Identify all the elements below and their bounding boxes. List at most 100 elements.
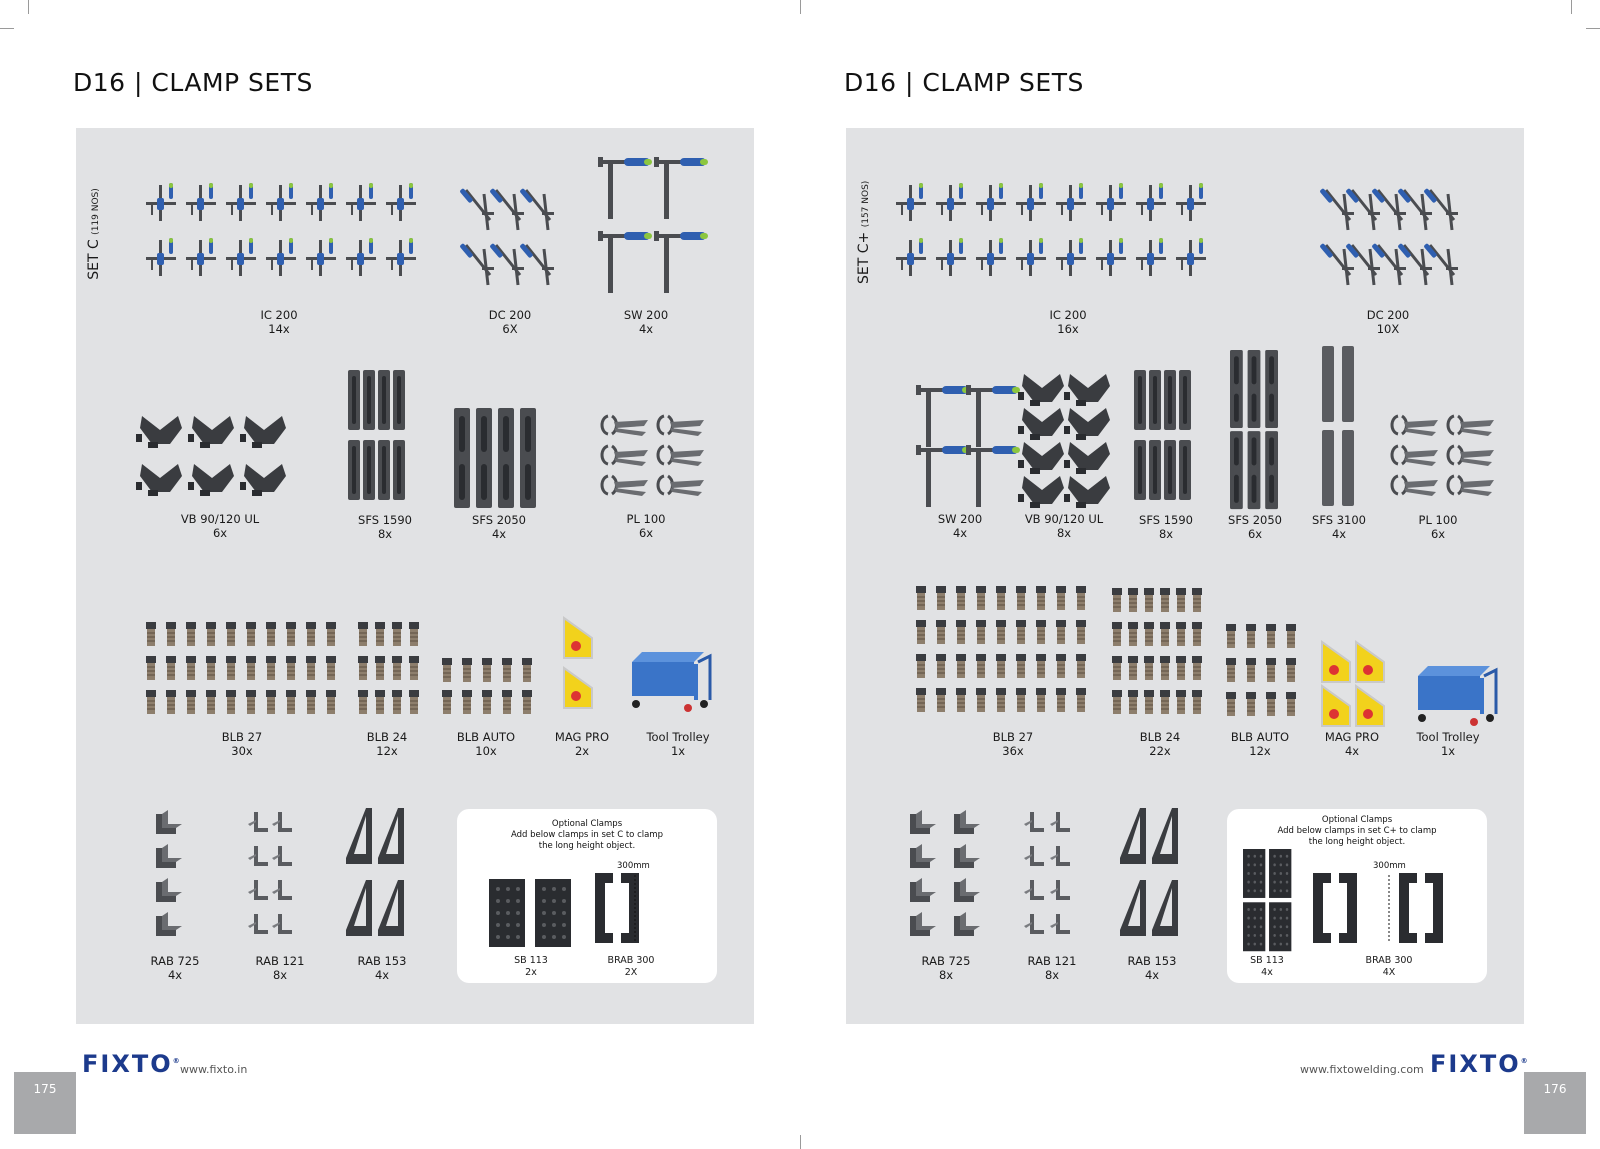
vblock-image [136, 416, 286, 496]
logo-text: FIXTO [1430, 1050, 1521, 1078]
optional-clamps-box: Optional Clamps Add below clamps in set … [1227, 809, 1487, 983]
trolley-image [1416, 664, 1498, 728]
sfs3100-image [1322, 346, 1354, 506]
page-title: D16 | CLAMP SETS [73, 68, 313, 97]
item-qty: 6x [1430, 527, 1446, 541]
page-number: 175 [14, 1072, 76, 1134]
crop-mark [800, 0, 801, 14]
vblock-image [1018, 374, 1110, 508]
optional-title: Optional Clamps [1321, 815, 1393, 825]
item-name: SB 113 [514, 955, 548, 966]
item-qty: 6x [638, 526, 654, 540]
item-name: VB 90/120 UL [1024, 512, 1104, 526]
item-qty: 8x [1056, 526, 1072, 540]
item-name: SFS 2050 [1228, 513, 1282, 527]
rab153-image [346, 808, 404, 936]
item-name: BRAB 300 [1365, 955, 1413, 966]
crop-mark [28, 0, 29, 14]
crop-mark [1586, 28, 1600, 29]
item-name: IC 200 [260, 308, 298, 322]
page-title: D16 | CLAMP SETS [844, 68, 1084, 97]
sw200-image [598, 157, 708, 293]
item-name: DC 200 [488, 308, 532, 322]
item-qty: 8x [1158, 527, 1174, 541]
pl100-image [600, 414, 706, 498]
rab121-image [248, 812, 292, 934]
blbauto-image [441, 657, 533, 728]
item-qty: 8x [938, 968, 954, 982]
item-qty: 8x [272, 968, 288, 982]
item-name: BRAB 300 [607, 955, 655, 966]
item-qty: 8x [1044, 968, 1060, 982]
item-qty: 4x [952, 526, 968, 540]
item-qty: 30x [231, 744, 253, 758]
item-qty: 1x [1440, 744, 1456, 758]
ic200-image [146, 183, 416, 276]
item-name: RAB 153 [1127, 954, 1177, 968]
dc200-image [457, 186, 556, 287]
item-name: Tool Trolley [646, 730, 710, 744]
registered-mark-icon: ® [172, 1057, 180, 1065]
page-number: 176 [1524, 1072, 1586, 1134]
sw200-image [916, 385, 1020, 507]
item-qty: 10X [1376, 322, 1400, 336]
brab300-image [595, 873, 639, 943]
item-qty: 4x [1344, 744, 1360, 758]
item-qty: 12x [376, 744, 398, 758]
logo-text: FIXTO [82, 1050, 173, 1078]
item-name: SFS 1590 [1139, 513, 1193, 527]
item-name: SFS 3100 [1312, 513, 1366, 527]
optional-line: the long height object. [538, 841, 636, 851]
pl100-image [1390, 414, 1496, 498]
registered-mark-icon: ® [1520, 1057, 1528, 1065]
website-link[interactable]: www.fixto.in [180, 1063, 248, 1076]
item-name: RAB 153 [357, 954, 407, 968]
item-qty: 4X [1382, 967, 1396, 978]
item-qty: 4x [638, 322, 654, 336]
sfs1590-image [348, 370, 405, 500]
item-name: MAG PRO [1324, 730, 1380, 744]
rab725-image [156, 810, 182, 936]
item-qty: 2X [624, 967, 638, 978]
set-name: SET C+ [856, 231, 872, 284]
item-qty: 6x [212, 526, 228, 540]
item-name: BLB 24 [1139, 730, 1181, 744]
sfs2050-image [1230, 350, 1278, 510]
sb113-image [1243, 849, 1292, 952]
website-link[interactable]: www.fixtowelding.com [1300, 1063, 1424, 1076]
optional-clamps-heading: Optional Clamps Add below clamps in set … [457, 819, 717, 852]
blb24-image [357, 621, 420, 722]
dc200-image [1317, 186, 1460, 287]
item-name: RAB 725 [921, 954, 971, 968]
rab725-image [910, 810, 980, 936]
optional-line: Add below clamps in set C+ to clamp [1277, 826, 1437, 836]
item-name: BLB 27 [992, 730, 1034, 744]
optional-line: the long height object. [1308, 837, 1406, 847]
set-count: (119 NOS) [91, 188, 101, 235]
item-name: SFS 2050 [472, 513, 526, 527]
item-name: SFS 1590 [358, 513, 412, 527]
item-name: DC 200 [1366, 308, 1410, 322]
set-label: SET C (119 NOS) [86, 184, 102, 284]
brand-logo: FIXTO® [1430, 1050, 1528, 1078]
blb27-image [145, 621, 337, 722]
